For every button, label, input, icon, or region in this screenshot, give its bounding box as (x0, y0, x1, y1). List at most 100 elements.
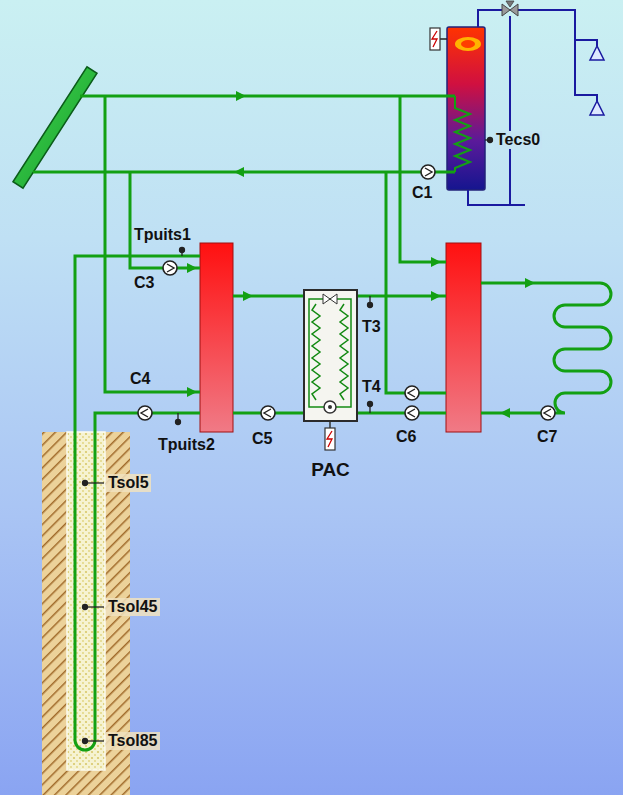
flow-arrow (187, 263, 197, 273)
circulation-pump (405, 406, 419, 420)
component-label: Tsol45 (106, 598, 160, 616)
flow-arrow (431, 257, 441, 267)
circulation-pump (541, 406, 555, 420)
mixing-valve (502, 1, 518, 16)
heat-pump-internals (303, 289, 358, 422)
circulation-pump (408, 409, 415, 417)
heat-pump-internals (325, 428, 335, 450)
circulation-pump (138, 406, 152, 420)
temperature-sensor (88, 740, 105, 741)
temperature-sensor (180, 248, 185, 253)
circulation-pump (405, 386, 419, 400)
circulation-pump (408, 389, 415, 397)
hot-water-tank (447, 27, 485, 190)
circulation-pump (141, 409, 148, 417)
component-label: Tpuits1 (134, 226, 191, 244)
component-label: Tecs0 (494, 131, 542, 149)
heat-pump-internals (324, 401, 336, 413)
hot-water-tank (455, 37, 481, 51)
temperature-sensor (368, 402, 373, 407)
circulation-pump (138, 406, 152, 420)
circulation-pump (167, 264, 174, 272)
temperature-sensor (369, 407, 370, 414)
circulation-pump (138, 165, 555, 420)
flow-arrow (525, 278, 535, 288)
circuit-pipes (75, 256, 200, 750)
flow-arrow (243, 291, 253, 301)
water-pipes (509, 16, 511, 205)
water-pipes (575, 40, 597, 101)
flow-arrow (500, 408, 510, 418)
temperature-sensor (176, 420, 181, 425)
heat-pump-internals (340, 304, 348, 400)
component-label: Tsol5 (106, 474, 151, 492)
tank-coil (455, 96, 470, 172)
shower-head (590, 101, 604, 115)
component-label: Tsol85 (106, 732, 160, 750)
circulation-pump (261, 406, 275, 420)
circulation-pump (421, 165, 435, 179)
tank-coil (455, 96, 470, 172)
circulation-pump (264, 409, 271, 417)
component-label: T3 (362, 318, 381, 336)
circulation-pump (541, 406, 555, 420)
heat-pump-internals (329, 422, 331, 428)
circuit-pipes (386, 172, 446, 393)
hot-water-tank (461, 40, 475, 48)
component-label: C3 (134, 274, 154, 292)
heat-exchanger (200, 243, 481, 432)
component-label: C4 (130, 370, 150, 388)
circulation-pump (261, 406, 275, 420)
heat-pump-internals (330, 294, 337, 304)
circuit-pipes (358, 412, 446, 415)
component-label: Tpuits2 (158, 436, 215, 454)
temperature-sensor (368, 303, 373, 308)
hot-water-tank (440, 38, 447, 40)
temperature-sensor (83, 138, 493, 744)
hot-water-tank (430, 28, 440, 50)
heat-pump-internals (323, 294, 330, 304)
water-pipes (518, 10, 597, 46)
circulation-pump (544, 409, 551, 417)
component-label: C7 (537, 428, 557, 446)
component-label: C1 (412, 184, 432, 202)
component-name: PAC (311, 459, 350, 481)
component-label: T4 (362, 378, 381, 396)
ground-section (67, 432, 105, 770)
circuit-pipes (33, 96, 611, 750)
heat-pump-internals (309, 299, 351, 407)
circuit-pipes (481, 283, 611, 413)
circulation-pump (421, 165, 435, 179)
temperature-sensor (83, 481, 88, 486)
temperature-sensor (83, 739, 88, 744)
heat-pump-internals (312, 304, 320, 400)
flow-arrow (187, 387, 197, 397)
mixing-valve (506, 1, 514, 7)
circulation-pump (425, 168, 432, 176)
heat-pump-box: PAC (303, 289, 358, 422)
shower-head (590, 46, 604, 60)
heat-exchanger (446, 243, 481, 432)
flow-arrow (431, 291, 441, 301)
temperature-sensor (83, 605, 88, 610)
temperature-sensor (488, 138, 493, 143)
circulation-pump (405, 406, 419, 420)
heat-exchanger (200, 243, 233, 432)
flow-arrow (187, 91, 535, 418)
circuit-pipes (105, 96, 200, 392)
heat-pump-internals (328, 405, 332, 409)
flow-arrow (236, 91, 246, 101)
circulation-pump (405, 386, 419, 400)
temperature-sensor (369, 296, 370, 303)
circulation-pump (163, 261, 177, 275)
shower-head (590, 46, 604, 115)
solar-panel (13, 67, 97, 189)
component-label: C5 (252, 430, 272, 448)
heat-pump-internals (303, 289, 358, 450)
heat-pump-internals (327, 431, 332, 447)
circuit-pipes (400, 96, 446, 262)
hot-water-tank (432, 31, 437, 47)
